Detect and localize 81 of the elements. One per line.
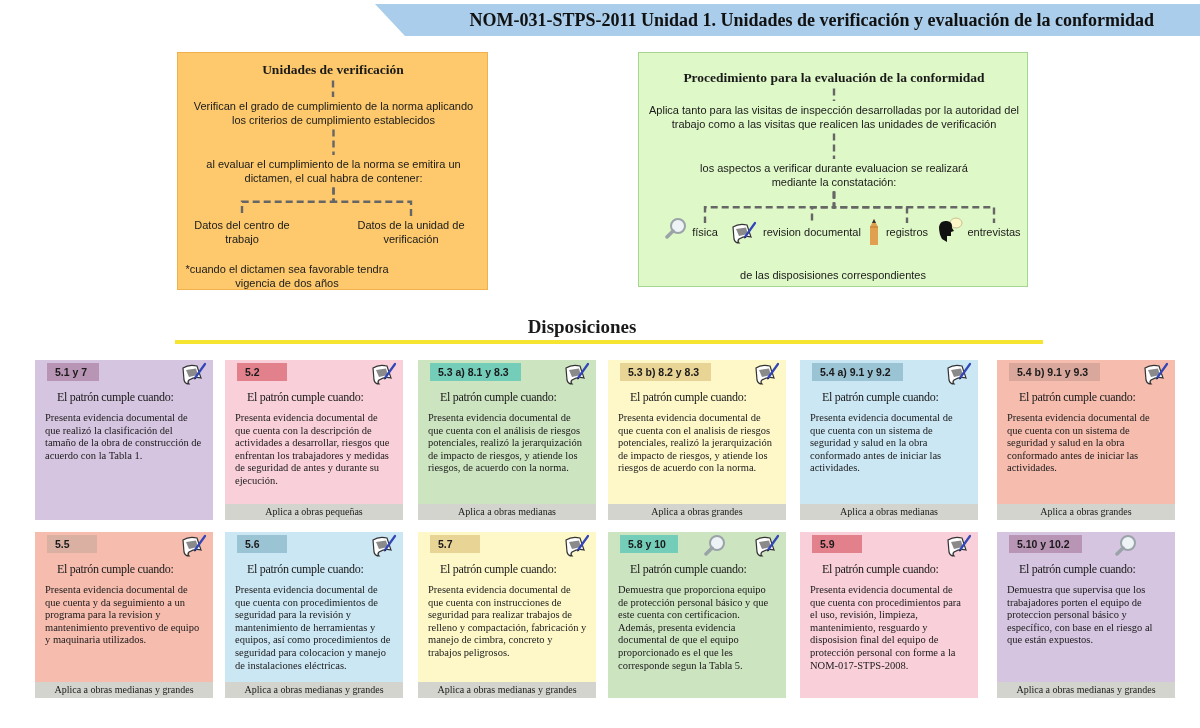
dashed-connector [331,80,335,97]
card-heading: El patrón cumple cuando: [56,390,175,405]
card-heading: El patrón cumple cuando: [629,562,748,577]
card-text: Presenta evidencia documental de que cuenta con un sistema de seguridad y salud en la obra conformado antes de iniciar las actividades. [1007,412,1151,475]
card [35,360,213,520]
footer-band: Aplica a obras medianas y grandes [418,682,596,698]
section-tag: 5.8 y 10 [620,535,678,553]
card [225,360,403,520]
note-text: de las disposisiones correspondientes [739,268,927,283]
footer-band: Aplica a obras medianas y grandes [997,682,1175,698]
card-heading: El patrón cumple cuando: [1018,562,1137,577]
card-text: Presenta evidencia documental de que cuenta con la descripción de actividades a desarrollar, riesgos que enfrentan los trabajadores y medidas de seguridad de antes y durante su ejecución. [235,412,391,488]
card [800,360,978,520]
card-text: Demuestra que supervisa que los trabajadores porten el equipo de proteccion personal básico y específico, con base en el riesgo al que están expuestos. [1007,584,1154,647]
section-tag: 5.5 [47,535,97,553]
card-text: Demuestra que proporciona equipo de protección personal básico y que este cuenta con certificacion. Además, presenta evidencia documental de que el equipo proporcionado es el que les corresponde segun la Tabla 5. [618,584,770,673]
page-title: NOM-031-STPS-2011 Unidad 1. Unidades de verificación y evaluación de la conformidad [469,9,1154,31]
card-heading: El patrón cumple cuando: [439,562,558,577]
card-text: Presenta evidencia documental de que cuenta con procedimientos para el uso, revisión, limpieza, mantenimiento, resguardo y disposision final del equipo de protección personal con forme a la NOM-017-STPS-2008. [810,584,963,673]
flow-text: Datos de la unidad de verificación [352,218,470,247]
card-heading: El patrón cumple cuando: [56,562,175,577]
flow-text: registros [881,225,933,240]
panel [177,52,488,290]
dashed-connector [332,187,413,216]
card [225,532,403,698]
section-tag: 5.1 y 7 [47,363,100,381]
card-heading: El patrón cumple cuando: [439,390,558,405]
section-tag: 5.9 [812,535,862,553]
heading-text: Unidades de verificación [198,61,468,79]
section-tag: 5.7 [430,535,480,553]
section-tag: 5.2 [237,363,287,381]
footer-band: Aplica a obras medianas y grandes [225,682,403,698]
flow-text: revision documental [757,225,867,240]
dashed-connector [832,191,996,223]
card-text: Presenta evidencia documental de que realizó la clasificación del tamaño de la obra de construcción de acuerdo con la Tabla 1. [45,412,203,463]
card [997,532,1175,698]
card-heading: El patrón cumple cuando: [821,562,940,577]
footer-band: Aplica a obras medianas [800,504,978,520]
dashed-connector [832,88,836,101]
card [418,360,596,520]
card [608,532,786,698]
footer-band: Aplica a obras medianas y grandes [35,682,213,698]
card-text: Presenta evidencia documental de que cuenta con instrucciones de seguridad para realizar trabajos de relleno y compactación, fabricación y manejo de cimbra, concreto y trabajos peligrosos. [428,584,588,660]
footer-band: Aplica a obras pequeñas [225,504,403,520]
card-heading: El patrón cumple cuando: [246,562,365,577]
footer-band: Aplica a obras grandes [608,504,786,520]
flow-text: al evaluar el cumplimiento de la norma se emitira un dictamen, el cual habra de contener: [186,157,481,186]
flow-text: Verifican el grado de cumplimiento de la norma aplicando los criterios de cumplimiento establecidos [186,99,481,128]
card-text: Presenta evidencia documental de que cuenta con el analisis de riesgos potenciales, realizó la jerarquización de impacto de riesgos, y atiende los riesgos de acuerdo con la norma. [618,412,773,475]
dashed-connector [832,133,836,159]
card [35,532,213,698]
section-tag: 5.4 a) 9.1 y 9.2 [812,363,903,381]
flow-text: Datos del centro de trabajo [186,218,298,247]
card-heading: El patrón cumple cuando: [1018,390,1137,405]
section-tag: 5.6 [237,535,287,553]
card [608,360,786,520]
card-text: Presenta evidencia documental de que cuenta con un sistema de seguridad y salud en la obra conformado antes de iniciar las actividades. [810,412,954,475]
card [418,532,596,698]
card-heading: El patrón cumple cuando: [629,390,748,405]
flow-text: Aplica tanto para las visitas de inspección desarrolladas por la autoridad del trabajo como a las visitas que realicen las unidades de verificación [643,103,1025,132]
section-heading: Disposiciones [526,316,638,338]
flow-text: física [687,225,723,240]
card [997,360,1175,520]
card-heading: El patrón cumple cuando: [246,390,365,405]
card-heading: El patrón cumple cuando: [821,390,940,405]
section-tag: 5.3 a) 8.1 y 8.3 [430,363,521,381]
heading-text: Procedimiento para la evaluación de la conformidad [649,69,1019,87]
card-text: Presenta evidencia documental de que cuenta y da seguimiento a un programa para la revision y mantenimiento preventivo de equipo y maquinaria utilizados. [45,584,201,647]
section-tag: 5.3 b) 8.2 y 8.3 [620,363,712,381]
panel [638,52,1028,287]
card-text: Presenta evidencia documental de que cuenta con procedimientos de seguridad para la revisión y mantenimiento de herramientas y equipos, así como procedimientos de seguridad para colocacion y manejo de instalaciones eléctricas. [235,584,392,673]
footer-band: Aplica a obras grandes [997,504,1175,520]
card [800,532,978,698]
flow-text: entrevistas [963,225,1025,240]
card-text: Presenta evidencia documental de que cuenta con el análisis de riesgos potenciales, realizó la jerarquización de impacto de riesgos, y atiende los riesgos, de acuerdo con la norma. [428,412,583,475]
footer-band: Aplica a obras medianas [418,504,596,520]
section-tag: 5.10 y 10.2 [1009,535,1082,553]
flow-text: los aspectos a verificar durante evaluacion se realizará mediante la constatación: [689,161,979,190]
note-text: *cuando el dictamen sea favorable tendra vigencia de dos años [184,262,390,291]
section-tag: 5.4 b) 9.1 y 9.3 [1009,363,1101,381]
dashed-connector [332,129,335,155]
